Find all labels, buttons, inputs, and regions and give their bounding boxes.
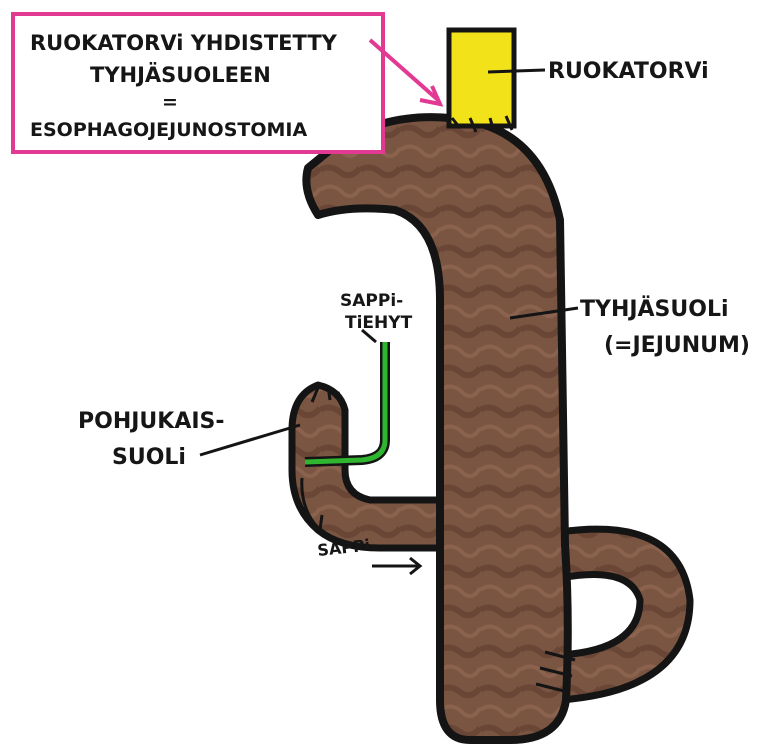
jejunum-label-line-1: TYHJÄSUOLi: [580, 296, 729, 322]
callout-line-2: TYHJÄSUOLEEN: [90, 62, 271, 87]
bile-duct-label-line-2: TiEHYT: [345, 313, 413, 333]
callout-line-4: ESOPHAGOJEJUNOSTOMIA: [30, 119, 307, 141]
duodenum-label-line-2: SUOLi: [112, 445, 186, 470]
jejunum-label-line-2: (=JEJUNUM): [604, 333, 750, 358]
callout-line-3: =: [162, 91, 178, 113]
bile-flow-label: SAPPi: [316, 536, 371, 560]
esophagus-label: RUOKATORVi: [548, 59, 709, 84]
duodenum-label-line-1: POHJUKAIS-: [78, 409, 225, 434]
esophagus: [449, 30, 514, 132]
jejunum-lower-loop: [560, 529, 690, 700]
callout-line-1: RUOKATORVi YHDISTETTY: [30, 31, 338, 55]
bile-duct-label-line-1: SAPPi-: [340, 291, 403, 311]
